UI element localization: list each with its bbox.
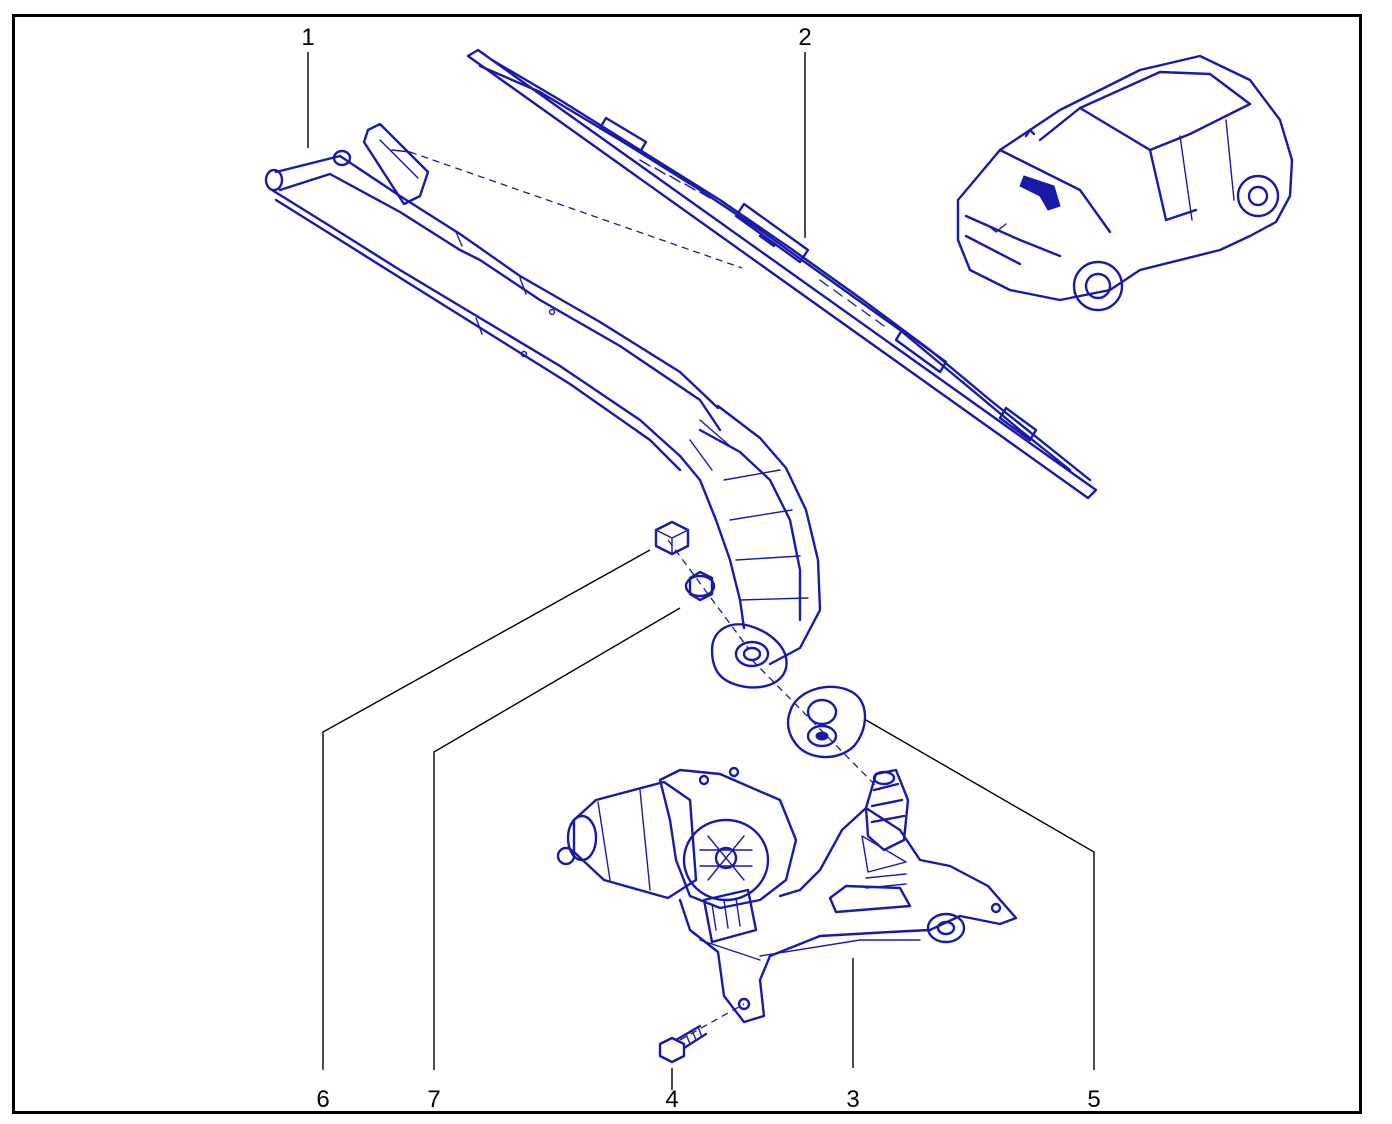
nut-axis-line (667, 539, 749, 649)
callout-6: 6 (316, 1086, 330, 1113)
callout-2: 2 (798, 24, 812, 51)
wiper-motor-assembly (556, 766, 1018, 1024)
callout-4: 4 (665, 1086, 679, 1113)
wiper-arm (264, 122, 822, 689)
wiper-blade (466, 48, 1098, 500)
seal-grommet (786, 685, 867, 759)
leader-line-6 (322, 549, 651, 1070)
callout-3: 3 (846, 1086, 860, 1113)
leader-line-5 (865, 719, 1095, 1070)
leader-line-7 (433, 607, 681, 1070)
blade-clip-guide-line (409, 151, 743, 269)
nut (654, 520, 690, 556)
washer (684, 570, 716, 602)
spindle-axis-line (751, 659, 881, 791)
diagram-frame (12, 14, 1362, 1114)
mounting-bolt (658, 1024, 708, 1064)
bolt-axis-line (679, 1003, 745, 1041)
callout-5: 5 (1087, 1086, 1101, 1113)
vehicle-location-thumbnail (956, 54, 1294, 312)
callout-7: 7 (427, 1086, 441, 1113)
callout-1: 1 (301, 24, 315, 51)
